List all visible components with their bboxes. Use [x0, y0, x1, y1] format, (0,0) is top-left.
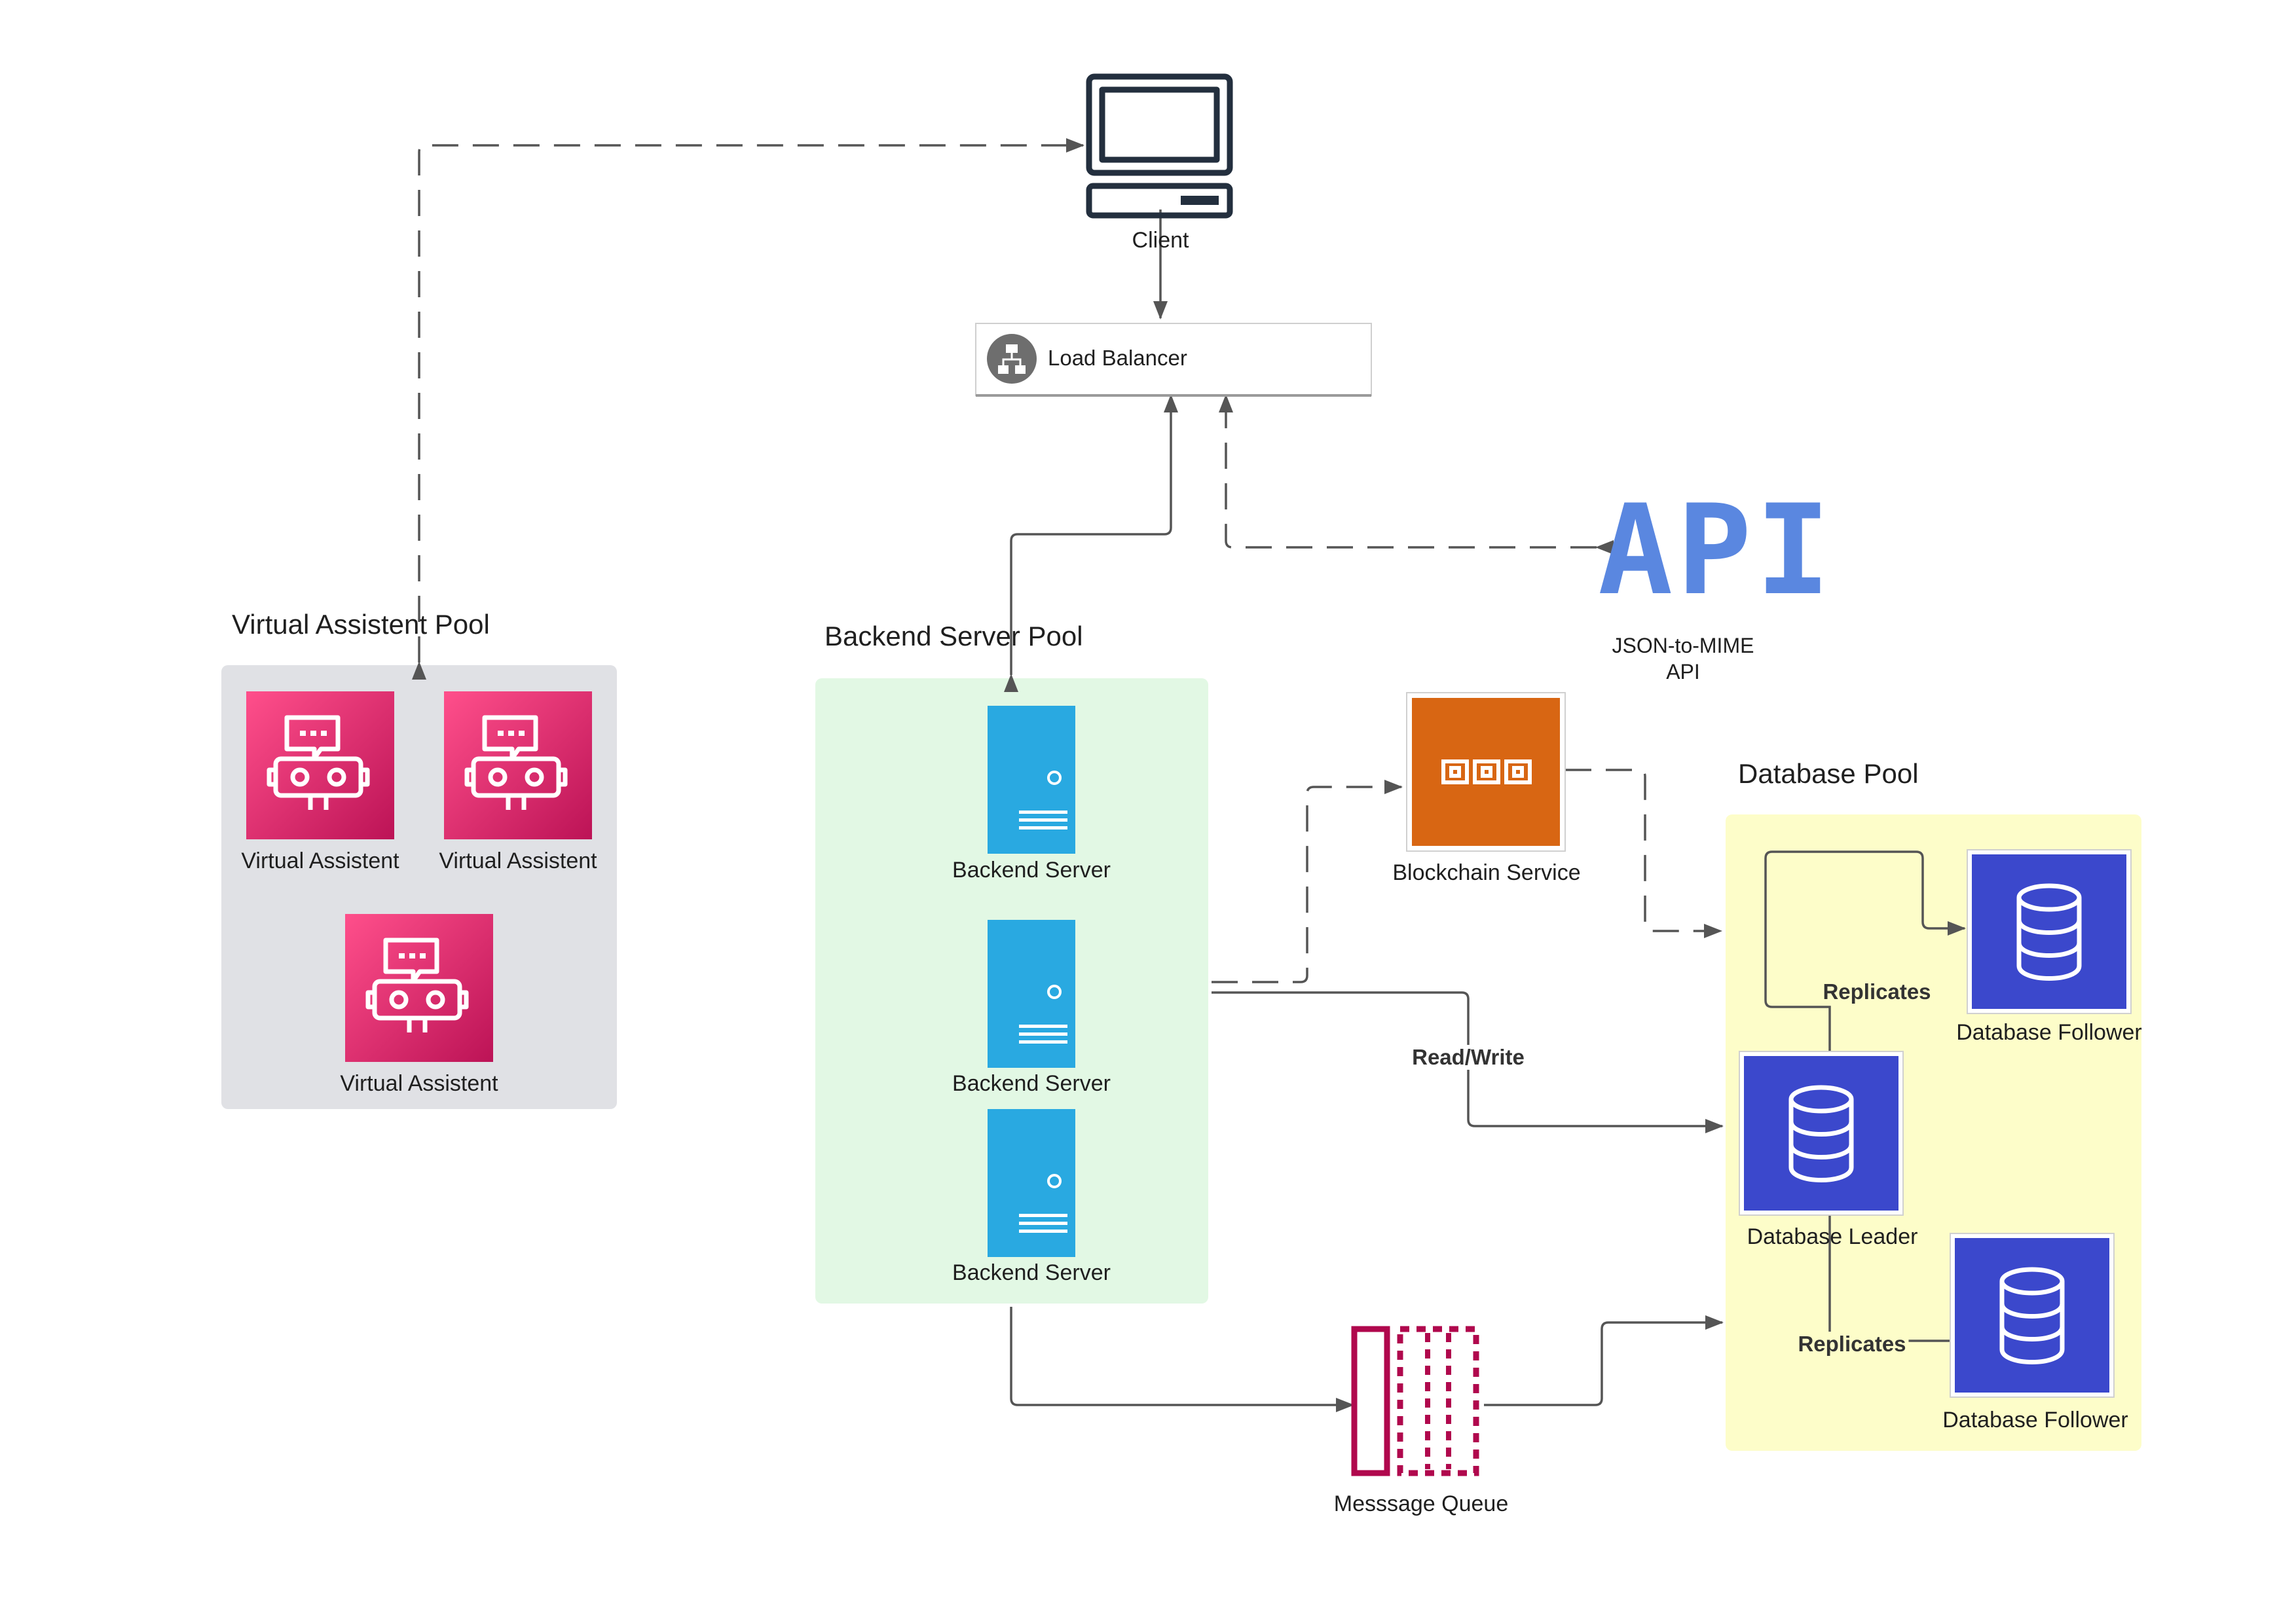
- client-node[interactable]: [1086, 73, 1233, 219]
- blockchain-label: Blockchain Service: [1392, 860, 1581, 885]
- backend-server-label-2: Backend Server: [952, 1071, 1111, 1096]
- edge-backend-blockchain: [1212, 780, 1403, 983]
- database-follower-icon-2: [1955, 1238, 2109, 1393]
- message-queue-icon[interactable]: [1351, 1326, 1479, 1476]
- backend-server-icon-3[interactable]: [988, 1109, 1075, 1257]
- chain-links-icon: [1441, 759, 1532, 784]
- load-balancer-card: [975, 323, 1372, 396]
- client-label: Client: [1132, 228, 1189, 253]
- replicates-label-top: Replicates: [1820, 979, 1934, 1004]
- edge-leader-follower1: [1764, 850, 1966, 1057]
- api-logo[interactable]: API: [1598, 478, 1835, 623]
- database-follower-node-2[interactable]: [1950, 1233, 2115, 1398]
- load-balancer-label: Load Balancer: [1048, 346, 1187, 370]
- database-follower-label-1: Database Follower: [1956, 1020, 2142, 1045]
- backend-server-icon-2[interactable]: [988, 920, 1075, 1068]
- virtual-assistent-robot-icon-1[interactable]: [246, 691, 394, 839]
- database-follower-label-2: Database Follower: [1942, 1408, 2128, 1432]
- virtual-assistent-label-1: Virtual Assistent: [241, 848, 399, 873]
- database-follower-node-1[interactable]: [1967, 849, 2132, 1014]
- blockchain-node[interactable]: [1406, 692, 1566, 852]
- virtual-assistent-label-3: Virtual Assistent: [340, 1071, 498, 1096]
- sitemap-icon: [987, 334, 1037, 384]
- api-label-line2: API: [1666, 660, 1700, 684]
- virtual-assistent-robot-icon-3[interactable]: [345, 914, 493, 1062]
- database-follower-icon-1: [1972, 854, 2126, 1009]
- virtual-assistent-label-2: Virtual Assistent: [439, 848, 597, 873]
- backend-server-label-3: Backend Server: [952, 1260, 1111, 1285]
- edge-backend-queue: [1010, 1307, 1354, 1412]
- va-pool-title: Virtual Assistent Pool: [232, 609, 490, 640]
- backend-server-label-1: Backend Server: [952, 858, 1111, 883]
- api-label-line1: JSON-to-MIME: [1612, 634, 1754, 657]
- blockchain-icon: [1412, 698, 1560, 846]
- database-leader-icon: [1744, 1056, 1898, 1211]
- message-queue-label: Messsage Queue: [1333, 1491, 1509, 1516]
- edge-queue-db: [1484, 1315, 1724, 1406]
- backend-server-icon-1[interactable]: [988, 706, 1075, 854]
- edge-api-lb: [1219, 394, 1614, 555]
- desktop-computer-icon: [1086, 73, 1233, 219]
- database-pool-title: Database Pool: [1738, 758, 1919, 789]
- replicates-label-bottom: Replicates: [1795, 1332, 1909, 1357]
- database-leader-node[interactable]: [1739, 1051, 1904, 1216]
- virtual-assistent-robot-icon-2[interactable]: [444, 691, 592, 839]
- read-write-label: Read/Write: [1409, 1045, 1527, 1070]
- edge-blockchain-db: [1565, 769, 1722, 938]
- load-balancer-node[interactable]: [975, 323, 1372, 397]
- edge-backend-lb: [1004, 394, 1178, 692]
- edge-va-client: [412, 138, 1084, 680]
- backend-pool-title: Backend Server Pool: [824, 621, 1083, 651]
- database-leader-label: Database Leader: [1747, 1224, 1918, 1249]
- drive-slot: [1181, 196, 1219, 205]
